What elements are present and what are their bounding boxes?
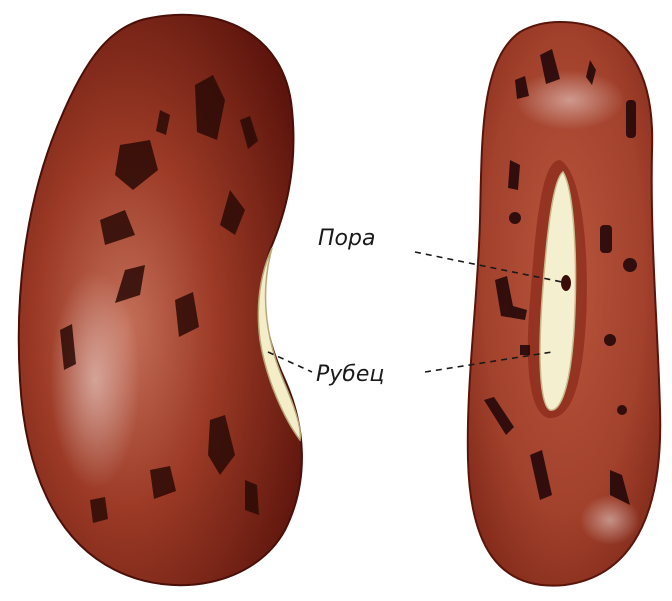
bean-front-view [468,22,660,586]
micropyle-pore [561,275,571,291]
pora-label: Пора [318,226,375,251]
rubets-label: Рубец [316,362,384,387]
bean-side-view [19,15,302,585]
